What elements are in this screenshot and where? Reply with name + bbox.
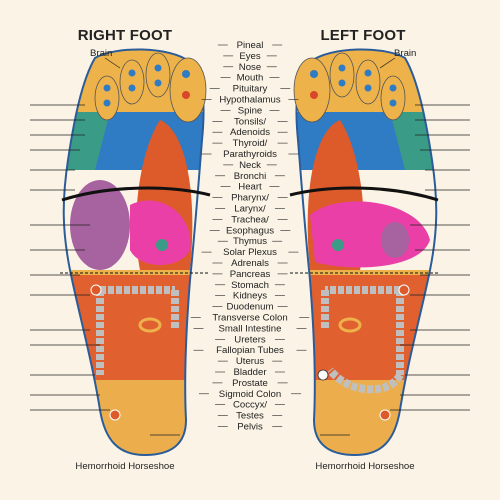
left-big-toe [293,57,331,123]
organ-label: Solar Plexus [223,247,277,258]
organ-label: Hypothalamus [219,95,281,106]
organ-label: Stomach [231,280,269,291]
organ-label: Adrenals [231,258,269,269]
right-toe-5 [94,75,120,121]
organ-label: Tonsils/ [234,116,266,127]
organ-label: Pituitary [233,84,268,95]
organ-label: Sigmoid Colon [219,389,281,400]
organ-label: Pineal [237,40,264,51]
organ-label: Neck [239,160,261,171]
organ-label: Eyes [239,51,261,62]
right-toe-3 [145,52,171,98]
organ-label: Nose [239,62,261,73]
left-colon [321,286,404,394]
organ-label: Trachea/ [231,214,269,225]
organ-label: Pharynx/ [231,193,269,204]
leader-lines [30,57,470,436]
organ-label: Mouth [237,73,264,84]
left-foot-title: LEFT FOOT [320,27,405,44]
left-toe-3 [329,52,355,98]
organ-label: Larynx/ [234,204,266,215]
organ-label: Fallopian Tubes [216,345,284,356]
left-toe-4 [355,59,381,105]
organ-label: Thyroid/ [233,138,268,149]
organ-label: Thymus [233,236,267,247]
left-brain-label: Brain [394,48,416,59]
right-liver-zone [70,180,130,270]
organ-label: Kidneys [233,291,267,302]
right-foot-title: RIGHT FOOT [78,27,173,44]
right-colon [96,286,179,375]
right-toe-4 [119,59,145,105]
organ-label: Adenoids [230,127,270,138]
organ-labels: PinealEyesNoseMouthPituitaryHypothalamus… [190,40,310,433]
organ-label: Uterus [236,356,264,367]
organ-label: Testes [236,411,264,422]
organ-label: Pelvis [237,422,263,433]
left-heel-zone [296,380,437,456]
organ-label: Pancreas [230,269,271,280]
right-stomach-zone [130,200,191,265]
organ-label: Parathyroids [223,149,277,160]
organ-label: Prostate [232,378,268,389]
organ-label: Bladder [233,367,267,378]
right-foot [60,48,211,457]
right-brain-label: Brain [90,48,112,59]
left-hemorrhoid-label: Hemorrhoid Horseshoe [315,461,414,472]
organ-label: Heart [238,182,262,193]
organ-label: Coccyx/ [233,400,267,411]
organ-label: Ureters [234,334,266,345]
organ-label: Bronchi [234,171,267,182]
left-toe-5 [380,75,406,121]
organ-label: Duodenum [227,302,274,313]
left-foot [289,48,440,457]
organ-label: Transverse Colon [212,313,287,324]
organ-label: Esophagus [226,225,274,236]
right-hemorrhoid-label: Hemorrhoid Horseshoe [75,461,174,472]
right-big-toe [169,57,207,123]
organ-label: Small Intestine [219,323,282,334]
organ-label: Spine [238,105,263,116]
right-heel-zone [63,380,204,456]
